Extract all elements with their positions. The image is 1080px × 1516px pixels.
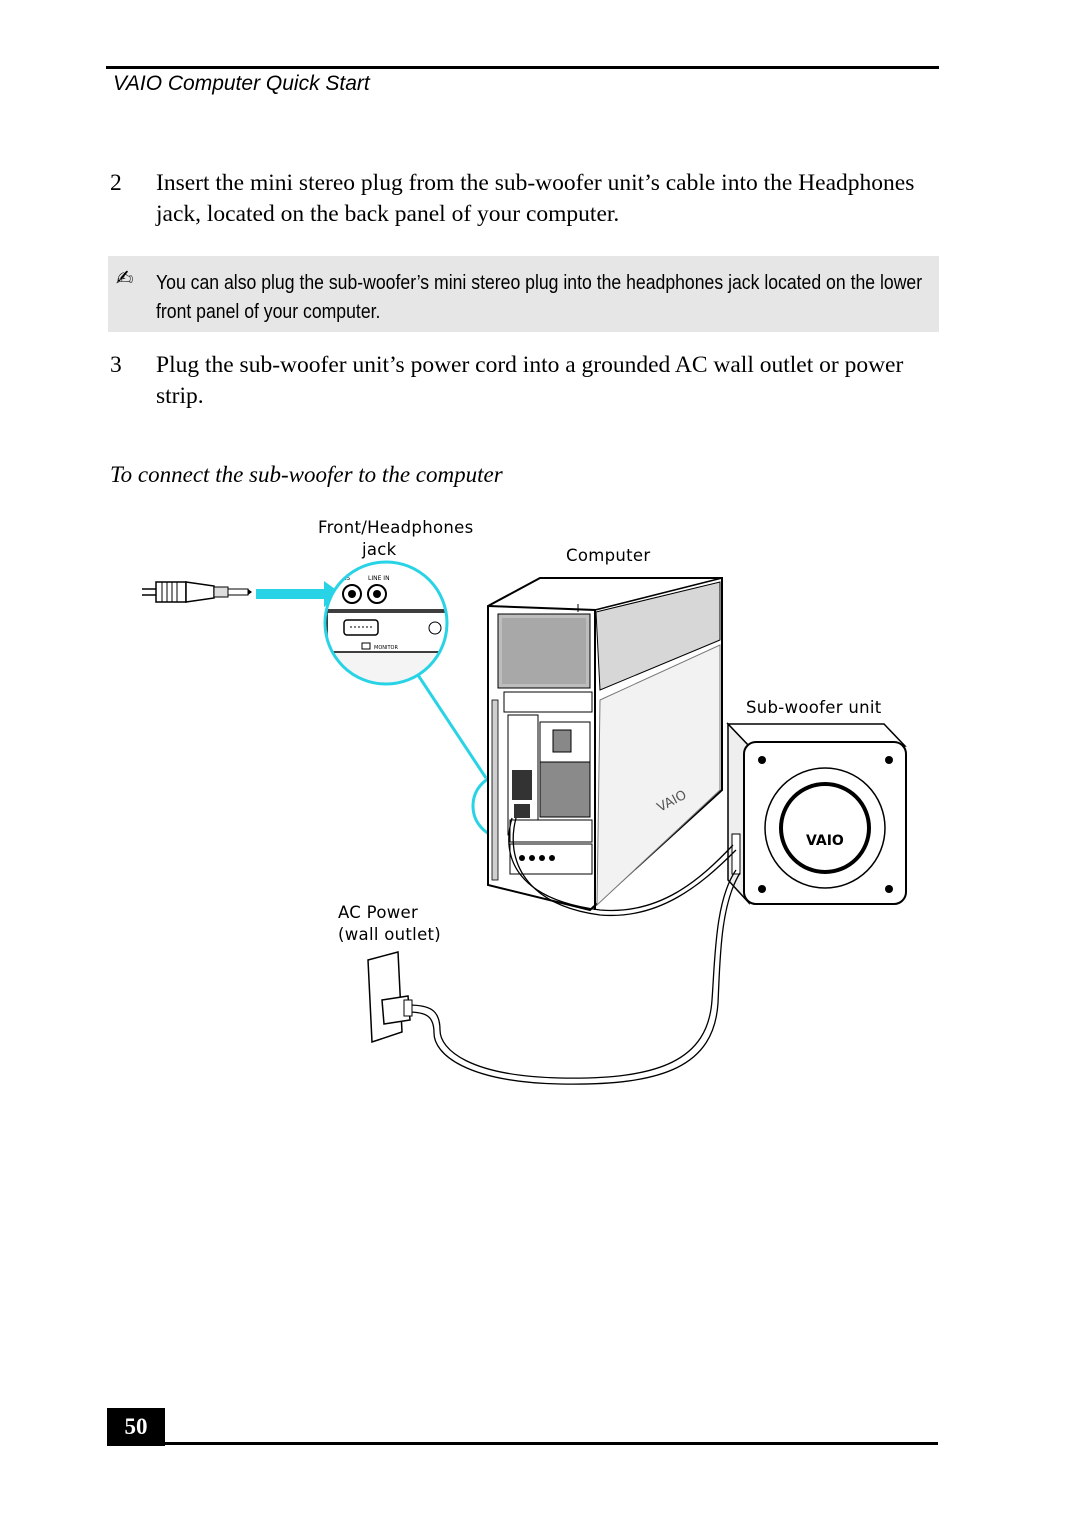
computer-label: Computer xyxy=(566,546,651,565)
step-2: 2 Insert the mini stereo plug from the s… xyxy=(110,168,930,230)
step-number: 2 xyxy=(110,170,122,196)
running-header: VAIO Computer Quick Start xyxy=(113,72,370,95)
magnified-panel: NES LINE IN MONITOR xyxy=(323,560,539,840)
subwoofer-unit: VAIO xyxy=(726,722,907,905)
cables xyxy=(407,817,741,1085)
step-text: Plug the sub-woofer unit’s power cord in… xyxy=(156,352,904,409)
wall-outlet-label: (wall outlet) xyxy=(338,925,442,944)
computer-tower: VAIO xyxy=(487,577,723,912)
step-3: 3 Plug the sub-woofer unit’s power cord … xyxy=(110,350,930,412)
bottom-rule xyxy=(165,1442,938,1445)
jack-label: jack xyxy=(362,540,397,559)
mini-stereo-plug xyxy=(142,581,252,603)
line-in-port-label: LINE IN xyxy=(368,575,390,582)
subwoofer-label: Sub-woofer unit xyxy=(746,698,882,717)
monitor-port-label: MONITOR xyxy=(374,645,398,651)
note-box: ✍ You can also plug the sub-woofer’s min… xyxy=(108,256,939,332)
subwoofer-vaio-logo: VAIO xyxy=(806,833,844,849)
page-number: 50 xyxy=(107,1408,165,1446)
figure-title: To connect the sub-woofer to the compute… xyxy=(110,462,503,487)
front-headphones-label: Front/Headphones xyxy=(318,518,474,537)
ac-power-label: AC Power xyxy=(338,903,419,922)
top-rule xyxy=(106,66,939,69)
note-text: You can also plug the sub-woofer’s mini … xyxy=(156,271,923,323)
wall-outlet xyxy=(367,951,413,1044)
step-text: Insert the mini stereo plug from the sub… xyxy=(156,170,915,227)
step-number: 3 xyxy=(110,352,122,378)
pencil-note-icon: ✍ xyxy=(116,266,134,290)
